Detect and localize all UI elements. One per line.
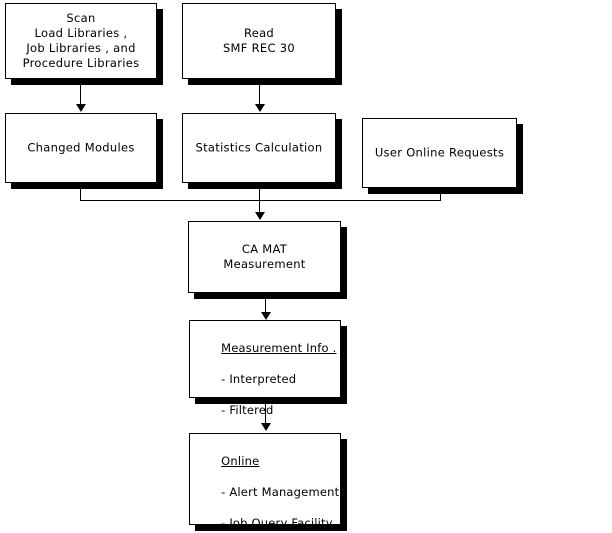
edge-changed-modules-riser <box>80 189 81 201</box>
node-user-online-requests: User Online Requests <box>362 118 517 188</box>
edge-scan-to-changed-modules-arrowhead <box>76 104 86 112</box>
node-measurement-info-heading: Measurement Info . <box>221 340 337 355</box>
edge-merge-to-ca-mat <box>259 200 260 214</box>
edge-measurement-info-to-online-arrowhead <box>261 423 271 431</box>
edge-user-online-requests-riser <box>440 194 441 201</box>
edge-scan-to-changed-modules <box>80 85 81 106</box>
node-online-content: Online - Alert Management - Job Query Fa… <box>198 438 340 533</box>
online-item-0: - Alert Management <box>221 484 340 499</box>
edge-merge-bus <box>80 200 441 201</box>
online-item-1: - Job Query Facility <box>221 515 333 530</box>
edge-merge-to-ca-mat-arrowhead <box>255 212 265 220</box>
edge-statistics-riser <box>259 189 260 201</box>
node-scan-label: Scan Load Libraries , Job Libraries , an… <box>22 11 140 70</box>
node-scan: Scan Load Libraries , Job Libraries , an… <box>5 3 157 79</box>
node-statistics-calculation: Statistics Calculation <box>182 113 336 183</box>
node-changed-modules-label: Changed Modules <box>27 140 135 155</box>
node-ca-mat-measurement: CA MAT Measurement <box>188 221 341 293</box>
edge-measurement-info-to-online <box>265 404 266 424</box>
node-changed-modules: Changed Modules <box>5 113 157 183</box>
node-ca-mat-measurement-label: CA MAT Measurement <box>223 242 306 271</box>
node-measurement-info: Measurement Info . - Interpreted - Filte… <box>189 320 341 479</box>
node-online: Online - Alert Management - Job Query Fa… <box>189 433 341 530</box>
measurement-info-item-1: - Filtered <box>221 402 274 417</box>
node-statistics-calculation-label: Statistics Calculation <box>195 140 323 155</box>
edge-read-smf-to-statistics <box>259 85 260 106</box>
node-online-heading: Online <box>221 453 260 468</box>
measurement-info-item-0: - Interpreted <box>221 371 297 386</box>
edge-read-smf-to-statistics-arrowhead <box>255 104 265 112</box>
node-user-online-requests-label: User Online Requests <box>374 145 505 160</box>
edge-ca-mat-to-measurement-info-arrowhead <box>261 312 271 320</box>
node-read-smf: Read SMF REC 30 <box>182 3 336 79</box>
edge-ca-mat-to-measurement-info <box>265 299 266 313</box>
node-read-smf-label: Read SMF REC 30 <box>222 26 296 55</box>
